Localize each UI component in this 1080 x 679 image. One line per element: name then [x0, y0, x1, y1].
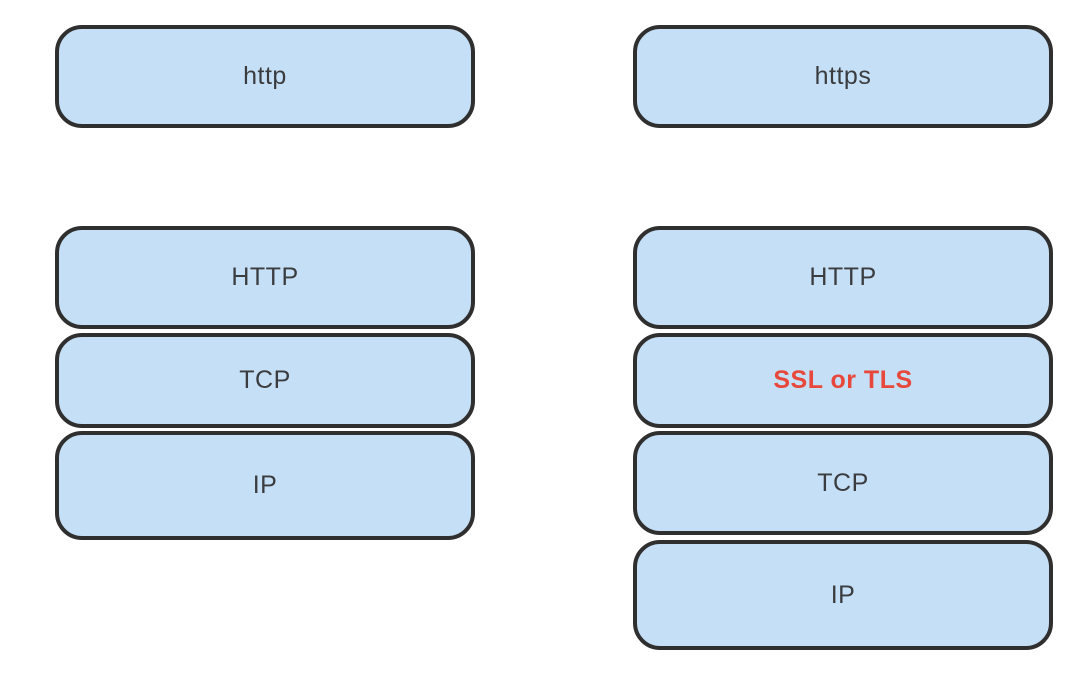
ip-layer-label: IP	[252, 471, 278, 499]
http-scheme-label: http	[243, 62, 287, 90]
tcp-layer-label: TCP	[239, 366, 291, 394]
http-layer-label: HTTP	[231, 263, 299, 291]
https-http-layer-box: HTTP	[633, 226, 1053, 329]
http-scheme-box: http	[55, 25, 475, 128]
tcp-layer-box: TCP	[55, 333, 475, 428]
http-layer-box: HTTP	[55, 226, 475, 329]
ssl-tls-layer-label: SSL or TLS	[773, 366, 913, 394]
https-ip-layer-box: IP	[633, 540, 1053, 650]
https-tcp-layer-label: TCP	[817, 468, 869, 497]
https-tcp-layer-box: TCP	[633, 431, 1053, 535]
ssl-tls-layer-box: SSL or TLS	[633, 333, 1053, 428]
https-scheme-label: https	[814, 62, 872, 90]
https-ip-layer-label: IP	[830, 580, 856, 609]
https-http-layer-label: HTTP	[809, 263, 877, 291]
https-scheme-box: https	[633, 25, 1053, 128]
ip-layer-box: IP	[55, 431, 475, 540]
